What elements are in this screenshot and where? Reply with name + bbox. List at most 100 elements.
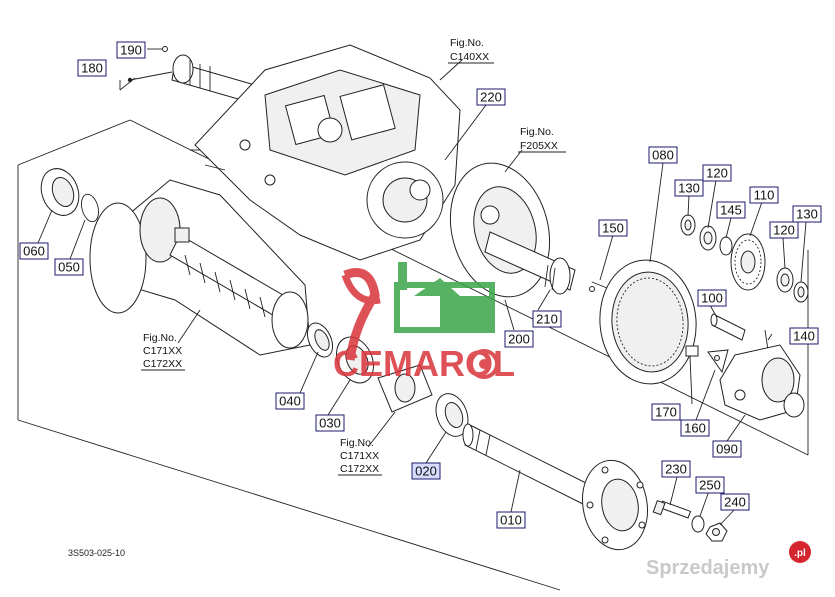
part-label-box	[792, 205, 822, 223]
part-label-box	[697, 289, 727, 307]
part-label-110[interactable]: 110	[749, 186, 779, 204]
part-label-160[interactable]: 160	[680, 419, 710, 437]
fig-c171b-line1: Fig.No.	[340, 437, 374, 449]
part-label-box	[275, 392, 305, 410]
part-label-120[interactable]: 120	[769, 221, 799, 239]
part-label-text: 100	[701, 291, 723, 306]
part-label-box	[702, 164, 732, 182]
part-label-020[interactable]: 020	[411, 462, 441, 480]
part-label-210[interactable]: 210	[532, 310, 562, 328]
part-label-text: 250	[699, 478, 721, 493]
part-label-140[interactable]: 140	[789, 327, 819, 345]
figure-reference-c171-left: Fig.No. C171XX C172XX	[141, 332, 185, 371]
part-label-240[interactable]: 240	[720, 493, 750, 511]
part-label-text: 230	[665, 462, 687, 477]
fig-f205-line2: F205XX	[520, 140, 558, 152]
part-label-200[interactable]: 200	[504, 330, 534, 348]
part-label-190[interactable]: 190	[116, 41, 146, 59]
part-label-145[interactable]: 145	[716, 201, 746, 219]
part-label-text: 010	[500, 513, 522, 528]
part-label-box	[532, 310, 562, 328]
pinion-shaft-200-drawing	[484, 231, 576, 295]
part-labels: 0100200300400500600800901001101201201301…	[19, 41, 822, 529]
part-label-box	[695, 476, 725, 494]
part-label-box	[674, 179, 704, 197]
part-label-box	[315, 414, 345, 432]
part-label-090[interactable]: 090	[712, 440, 742, 458]
fig-c171a-line1: Fig.No.	[143, 332, 177, 344]
collar-145-drawing	[719, 236, 733, 256]
part-label-text: 130	[796, 207, 818, 222]
fig-c140-line1: Fig.No.	[450, 37, 484, 49]
bolt-170-drawing	[685, 345, 699, 357]
part-label-text: 050	[58, 260, 80, 275]
site-watermark: Sprzedajemy .pl	[646, 541, 811, 579]
part-label-box	[77, 59, 107, 77]
part-label-text: 200	[508, 332, 530, 347]
fig-c140-line2: C140XX	[450, 51, 489, 63]
seal-060-drawing	[40, 168, 80, 216]
part-label-box	[598, 219, 628, 237]
part-label-180[interactable]: 180	[77, 59, 107, 77]
shaft-180-drawing	[127, 46, 259, 104]
part-label-text: 080	[652, 148, 674, 163]
cemarol-watermark: CEMAROL	[333, 262, 515, 384]
bearing-040-drawing	[306, 322, 334, 358]
part-label-170[interactable]: 170	[651, 403, 681, 421]
part-label-box	[749, 186, 779, 204]
part-label-250[interactable]: 250	[695, 476, 725, 494]
washer-130-left-drawing	[680, 214, 696, 236]
fig-c171b-line2: C171XX	[340, 450, 379, 462]
part-label-100[interactable]: 100	[697, 289, 727, 307]
part-label-text: 150	[602, 221, 624, 236]
part-label-box	[769, 221, 799, 239]
red-bearing-icon	[469, 349, 499, 379]
site-badge-icon	[789, 541, 811, 563]
part-label-box	[496, 511, 526, 529]
part-label-130[interactable]: 130	[792, 205, 822, 223]
figure-reference-c140: Fig.No. C140XX	[448, 37, 494, 64]
part-label-text: 145	[720, 203, 742, 218]
part-label-220[interactable]: 220	[476, 88, 506, 106]
part-label-box	[54, 258, 84, 276]
part-label-230[interactable]: 230	[661, 460, 691, 478]
part-label-130[interactable]: 130	[674, 179, 704, 197]
shaft-100-drawing	[710, 313, 746, 341]
part-label-040[interactable]: 040	[275, 392, 305, 410]
washer-250-drawing	[691, 515, 705, 533]
part-label-120[interactable]: 120	[702, 164, 732, 182]
axle-housing-drawing	[89, 179, 311, 356]
part-label-010[interactable]: 010	[496, 511, 526, 529]
part-label-text: 120	[706, 166, 728, 181]
part-label-080[interactable]: 080	[648, 146, 678, 164]
part-label-text: 120	[773, 223, 795, 238]
washer-130-right-drawing	[793, 281, 809, 303]
needle-bearing-120-right-drawing	[776, 267, 794, 293]
ring-gear-080-drawing	[599, 259, 697, 385]
leader-lines	[37, 59, 807, 526]
figure-reference-c171-center: Fig.No. C171XX C172XX	[338, 437, 382, 476]
part-label-text: 130	[678, 181, 700, 196]
part-label-text: 040	[279, 394, 301, 409]
housing-fins	[184, 254, 266, 318]
part-label-text: 220	[480, 90, 502, 105]
part-label-text: 090	[716, 442, 738, 457]
part-label-box	[712, 440, 742, 458]
part-label-050[interactable]: 050	[54, 258, 84, 276]
part-label-150[interactable]: 150	[598, 219, 628, 237]
part-label-box	[476, 88, 506, 106]
part-label-060[interactable]: 060	[19, 242, 49, 260]
snap-ring-050-drawing	[81, 193, 99, 223]
gear-110-drawing	[730, 233, 766, 291]
drawing-code: 3S503-025-10	[68, 548, 125, 558]
part-label-text: 140	[793, 329, 815, 344]
part-label-box	[116, 41, 146, 59]
part-label-text: 180	[81, 61, 103, 76]
part-label-box	[680, 419, 710, 437]
part-label-box	[661, 460, 691, 478]
part-label-box	[651, 403, 681, 421]
transmission-case-drawing	[190, 44, 461, 261]
part-label-030[interactable]: 030	[315, 414, 345, 432]
needle-bearing-120-left-drawing	[699, 225, 717, 251]
